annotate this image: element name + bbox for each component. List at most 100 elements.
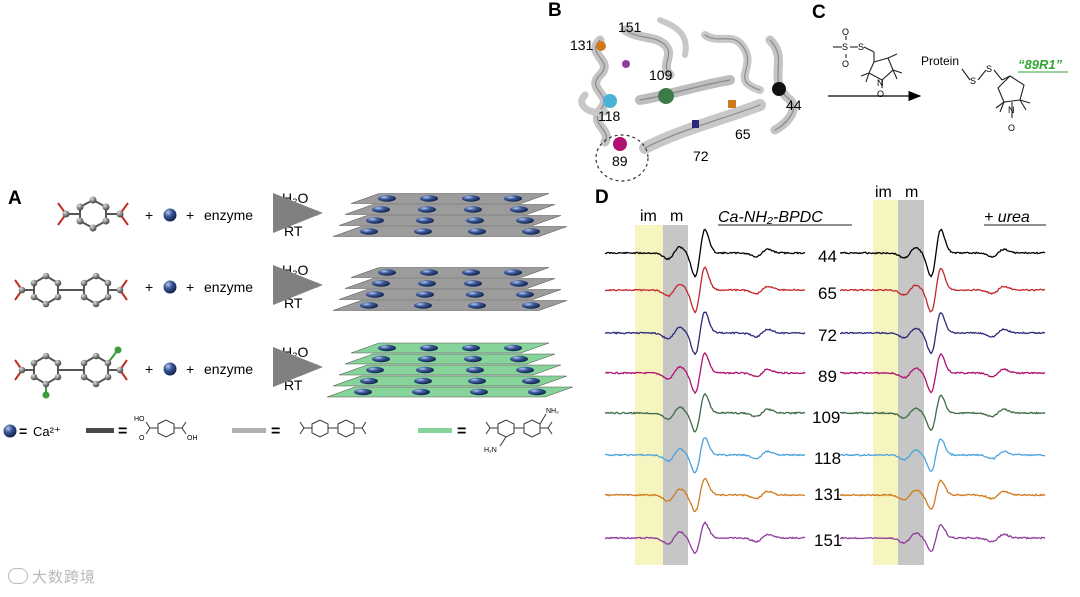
watermark-logo-icon bbox=[8, 568, 28, 584]
ca-chain bbox=[516, 367, 534, 373]
ca-chain bbox=[372, 206, 390, 212]
ca-chain bbox=[466, 217, 484, 223]
panel-a-label: A bbox=[8, 188, 22, 209]
site-label: 72 bbox=[693, 148, 709, 164]
nh2-bpdc-structure-small bbox=[486, 414, 552, 446]
plus-sign: + bbox=[186, 279, 194, 295]
ca-chain bbox=[420, 269, 438, 275]
ca-ion bbox=[164, 363, 177, 376]
temperature-label: RT bbox=[284, 223, 303, 239]
mof-structure-bpdc bbox=[333, 268, 567, 311]
ca-chain bbox=[516, 291, 534, 297]
ca-chain bbox=[360, 228, 378, 234]
hydroxyl-label: OH bbox=[187, 435, 198, 442]
nitrogen-label: N bbox=[877, 78, 884, 88]
nh2-bpdc-legend-bar bbox=[418, 428, 452, 433]
ca-ion bbox=[164, 281, 177, 294]
site-number: 131 bbox=[814, 485, 842, 504]
ca-chain bbox=[466, 367, 484, 373]
solvent-label: H₂O bbox=[282, 190, 309, 206]
site-number: 65 bbox=[818, 284, 837, 303]
m-region-right bbox=[898, 200, 924, 565]
solvent-label: H₂O bbox=[282, 344, 309, 360]
equals-sign: = bbox=[271, 423, 280, 440]
ca-chain bbox=[414, 378, 432, 384]
bpdc-structure-small bbox=[300, 420, 366, 437]
ca-chain bbox=[464, 356, 482, 362]
epr-spectrum-line bbox=[840, 354, 1045, 392]
ca-chain bbox=[366, 367, 384, 373]
ca-ion-label: Ca²⁺ bbox=[33, 424, 61, 439]
ca-chain bbox=[416, 217, 434, 223]
protein-ribbon bbox=[582, 20, 794, 148]
epr-spectrum-line bbox=[840, 439, 1045, 471]
ca-chain bbox=[468, 378, 486, 384]
enzyme-label: enzyme bbox=[204, 361, 253, 377]
site-131-marker bbox=[596, 41, 606, 51]
reaction-row-3: + + enzyme H₂O RT bbox=[145, 344, 318, 393]
ca-ion-legend bbox=[4, 425, 17, 438]
oxygen-label: O bbox=[877, 89, 884, 99]
r1-atoms: S S N O bbox=[970, 64, 1015, 133]
ca-chain bbox=[414, 302, 432, 308]
ca-chain bbox=[528, 389, 546, 395]
site-label: 151 bbox=[618, 19, 642, 35]
plus-sign: + bbox=[145, 279, 153, 295]
site-label: 109 bbox=[649, 67, 673, 83]
ca-chain bbox=[468, 302, 486, 308]
bdc-structure-small bbox=[146, 420, 186, 437]
ca-chain bbox=[372, 356, 390, 362]
m-label: m bbox=[670, 208, 683, 225]
panel-b-label: B bbox=[548, 0, 562, 21]
ca-chain bbox=[470, 389, 488, 395]
site-label: 89 bbox=[612, 153, 628, 169]
ca-chain bbox=[372, 280, 390, 286]
site-118-marker bbox=[603, 94, 617, 108]
ca-chain bbox=[418, 280, 436, 286]
site-number: 72 bbox=[818, 326, 837, 345]
amine-label: H₂N bbox=[484, 447, 497, 454]
ca-chain bbox=[510, 356, 528, 362]
oxygen-label: O bbox=[139, 435, 145, 442]
ca-chain bbox=[522, 302, 540, 308]
ca-chain bbox=[504, 195, 522, 201]
temperature-label: RT bbox=[284, 377, 303, 393]
oxygen-label: O bbox=[1008, 123, 1015, 133]
ca-chain bbox=[378, 345, 396, 351]
ca-chain bbox=[464, 280, 482, 286]
equals-sign: = bbox=[19, 423, 27, 439]
ca-chain bbox=[462, 345, 480, 351]
ca-chain bbox=[412, 389, 430, 395]
ca-chain bbox=[516, 217, 534, 223]
epr-spectra-right bbox=[840, 229, 1045, 551]
ca-chain bbox=[522, 228, 540, 234]
site-89-marker bbox=[613, 137, 627, 151]
solvent-label: H₂O bbox=[282, 262, 309, 278]
panel-b: B 131 bbox=[548, 0, 802, 181]
panel-d: D im m im m Ca-NH₂-BPDC + urea 44 65 72 … bbox=[595, 184, 1046, 565]
mof-structure-bdc bbox=[333, 194, 567, 237]
site-label: 131 bbox=[570, 37, 594, 53]
sulfur-label: S bbox=[970, 76, 976, 86]
oxygen-label: O bbox=[842, 27, 849, 37]
plus-sign: + bbox=[145, 207, 153, 223]
temperature-label: RT bbox=[284, 295, 303, 311]
equals-sign: = bbox=[457, 423, 466, 440]
ca-chain bbox=[360, 302, 378, 308]
im-region-left bbox=[635, 225, 663, 565]
site-number: 44 bbox=[818, 247, 837, 266]
site-label: 65 bbox=[735, 126, 751, 142]
enzyme-label: enzyme bbox=[204, 207, 253, 223]
ca-chain bbox=[510, 280, 528, 286]
nitrogen-label: N bbox=[1008, 105, 1015, 115]
site-label: 118 bbox=[598, 108, 621, 124]
ca-chain bbox=[504, 269, 522, 275]
equals-sign: = bbox=[118, 423, 127, 440]
spectra-title-right: + urea bbox=[984, 209, 1030, 226]
ca-chain bbox=[420, 345, 438, 351]
site-151-marker bbox=[622, 60, 630, 68]
sulfur-label: S bbox=[858, 42, 864, 52]
site-44-marker bbox=[772, 82, 786, 96]
site-65-marker bbox=[728, 100, 736, 108]
